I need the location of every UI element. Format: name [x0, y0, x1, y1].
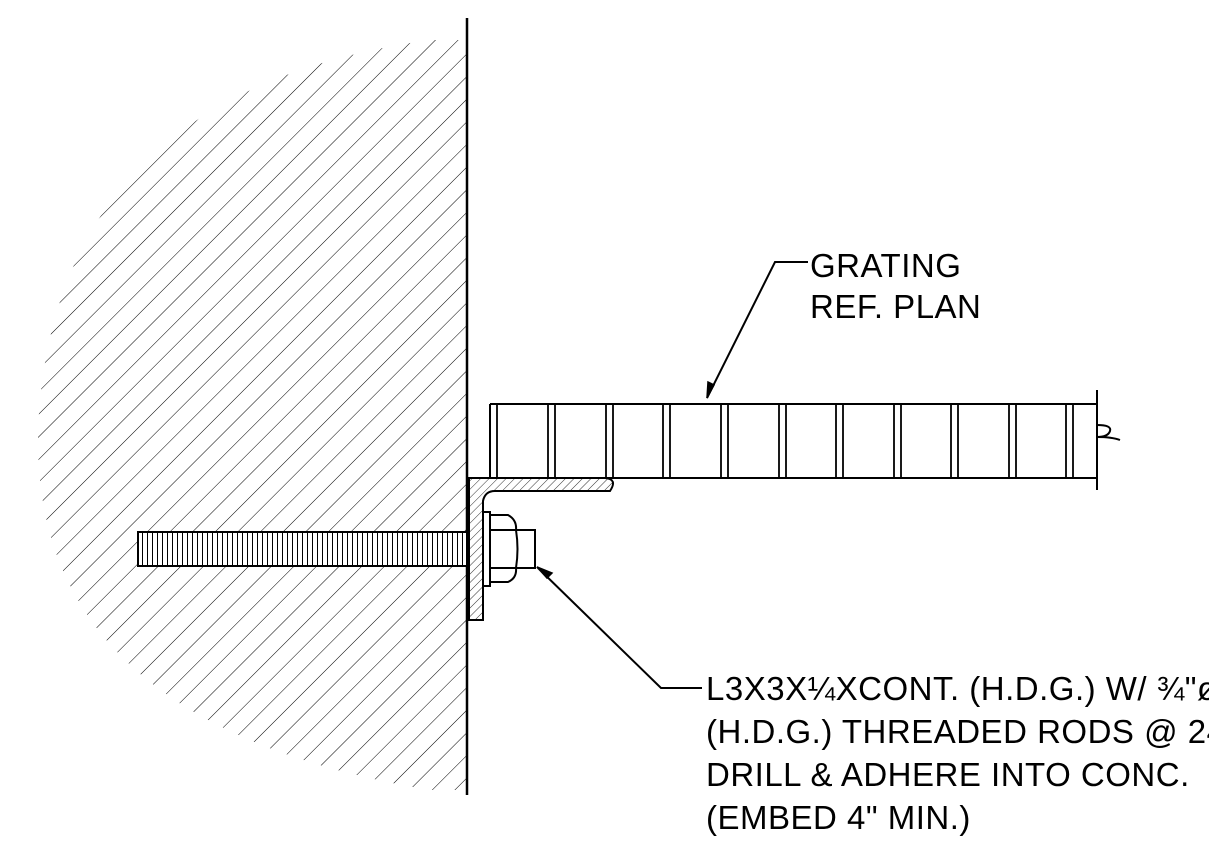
concrete-wall-hatch — [38, 40, 467, 790]
angle-note-line4: (EMBED 4" MIN.) — [706, 799, 971, 836]
grating-note-line2: REF. PLAN — [810, 288, 981, 325]
grating-leader — [706, 261, 808, 399]
grating-note-line1: GRATING — [810, 247, 961, 284]
washer — [482, 511, 491, 587]
grating-bearing-bars — [496, 404, 1074, 478]
break-symbol — [1096, 424, 1121, 441]
hex-nut — [489, 514, 519, 583]
grating — [489, 390, 1121, 490]
angle-note-line1: L3X3X¼XCONT. (H.D.G.) W/ ¾"ø — [706, 670, 1209, 707]
steel-angle — [468, 477, 615, 621]
angle-leader — [536, 566, 702, 689]
angle-note-line3: DRILL & ADHERE INTO CONC. — [706, 756, 1190, 793]
nut-washer-assembly — [482, 511, 536, 587]
threaded-rod — [137, 531, 468, 567]
angle-note-line2: (H.D.G.) THREADED RODS @ 24"O.C. — [706, 713, 1209, 750]
